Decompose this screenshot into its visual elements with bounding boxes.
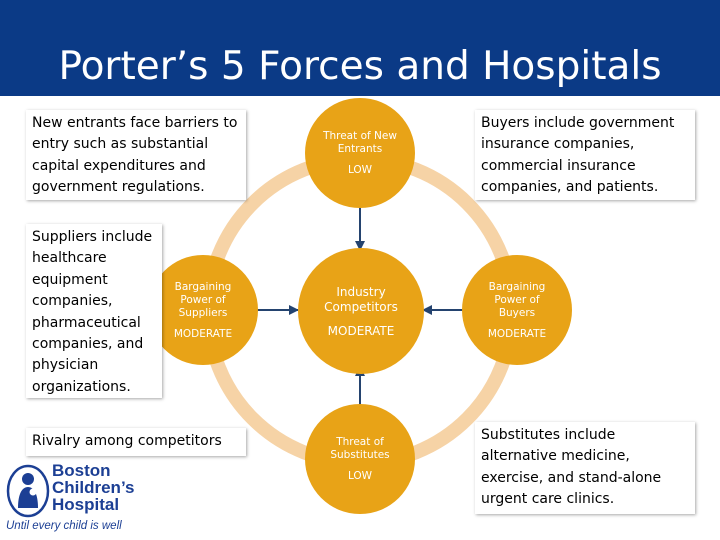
node-industry-level: MODERATE [327,323,395,338]
node-substitutes-name: Threat of Substitutes [330,436,390,461]
node-industry: Industry Competitors MODERATE [298,248,424,374]
hospital-crest-icon [6,464,50,518]
note-buyers: Buyers include government insurance comp… [475,110,695,200]
node-new-entrants-level: LOW [347,164,373,176]
note-rivalry: Rivalry among competitors [26,428,246,456]
node-industry-name: Industry Competitors [324,284,398,314]
hospital-name: Boston Children’s Hospital [52,462,135,513]
node-new-entrants-name: Threat of New Entrants [323,130,397,155]
node-suppliers: Bargaining Power of Suppliers MODERATE [148,255,258,365]
node-substitutes: Threat of Substitutes LOW [305,404,415,514]
hospital-name-line1: Boston [52,461,111,480]
hospital-logo: Boston Children’s Hospital Until every c… [4,458,154,538]
node-substitutes-level: LOW [347,470,373,482]
page-title: Porter’s 5 Forces and Hospitals [58,44,662,89]
node-buyers-level: MODERATE [487,327,547,340]
note-substitutes: Substitutes include alternative medicine… [475,422,695,514]
hospital-name-line3: Hospital [52,495,120,514]
node-suppliers-level: MODERATE [173,327,233,340]
hospital-tagline: Until every child is well [6,520,122,532]
node-suppliers-name: Bargaining Power of Suppliers [174,280,232,319]
node-buyers-name: Bargaining Power of Buyers [488,280,546,319]
hospital-name-line2: Children’s [52,478,135,497]
note-new-entrants: New entrants face barriers to entry such… [26,110,246,200]
node-new-entrants: Threat of New Entrants LOW [305,98,415,208]
node-buyers: Bargaining Power of Buyers MODERATE [462,255,572,365]
title-banner [0,0,720,96]
note-suppliers: Suppliers include healthcare equipment c… [26,224,162,398]
